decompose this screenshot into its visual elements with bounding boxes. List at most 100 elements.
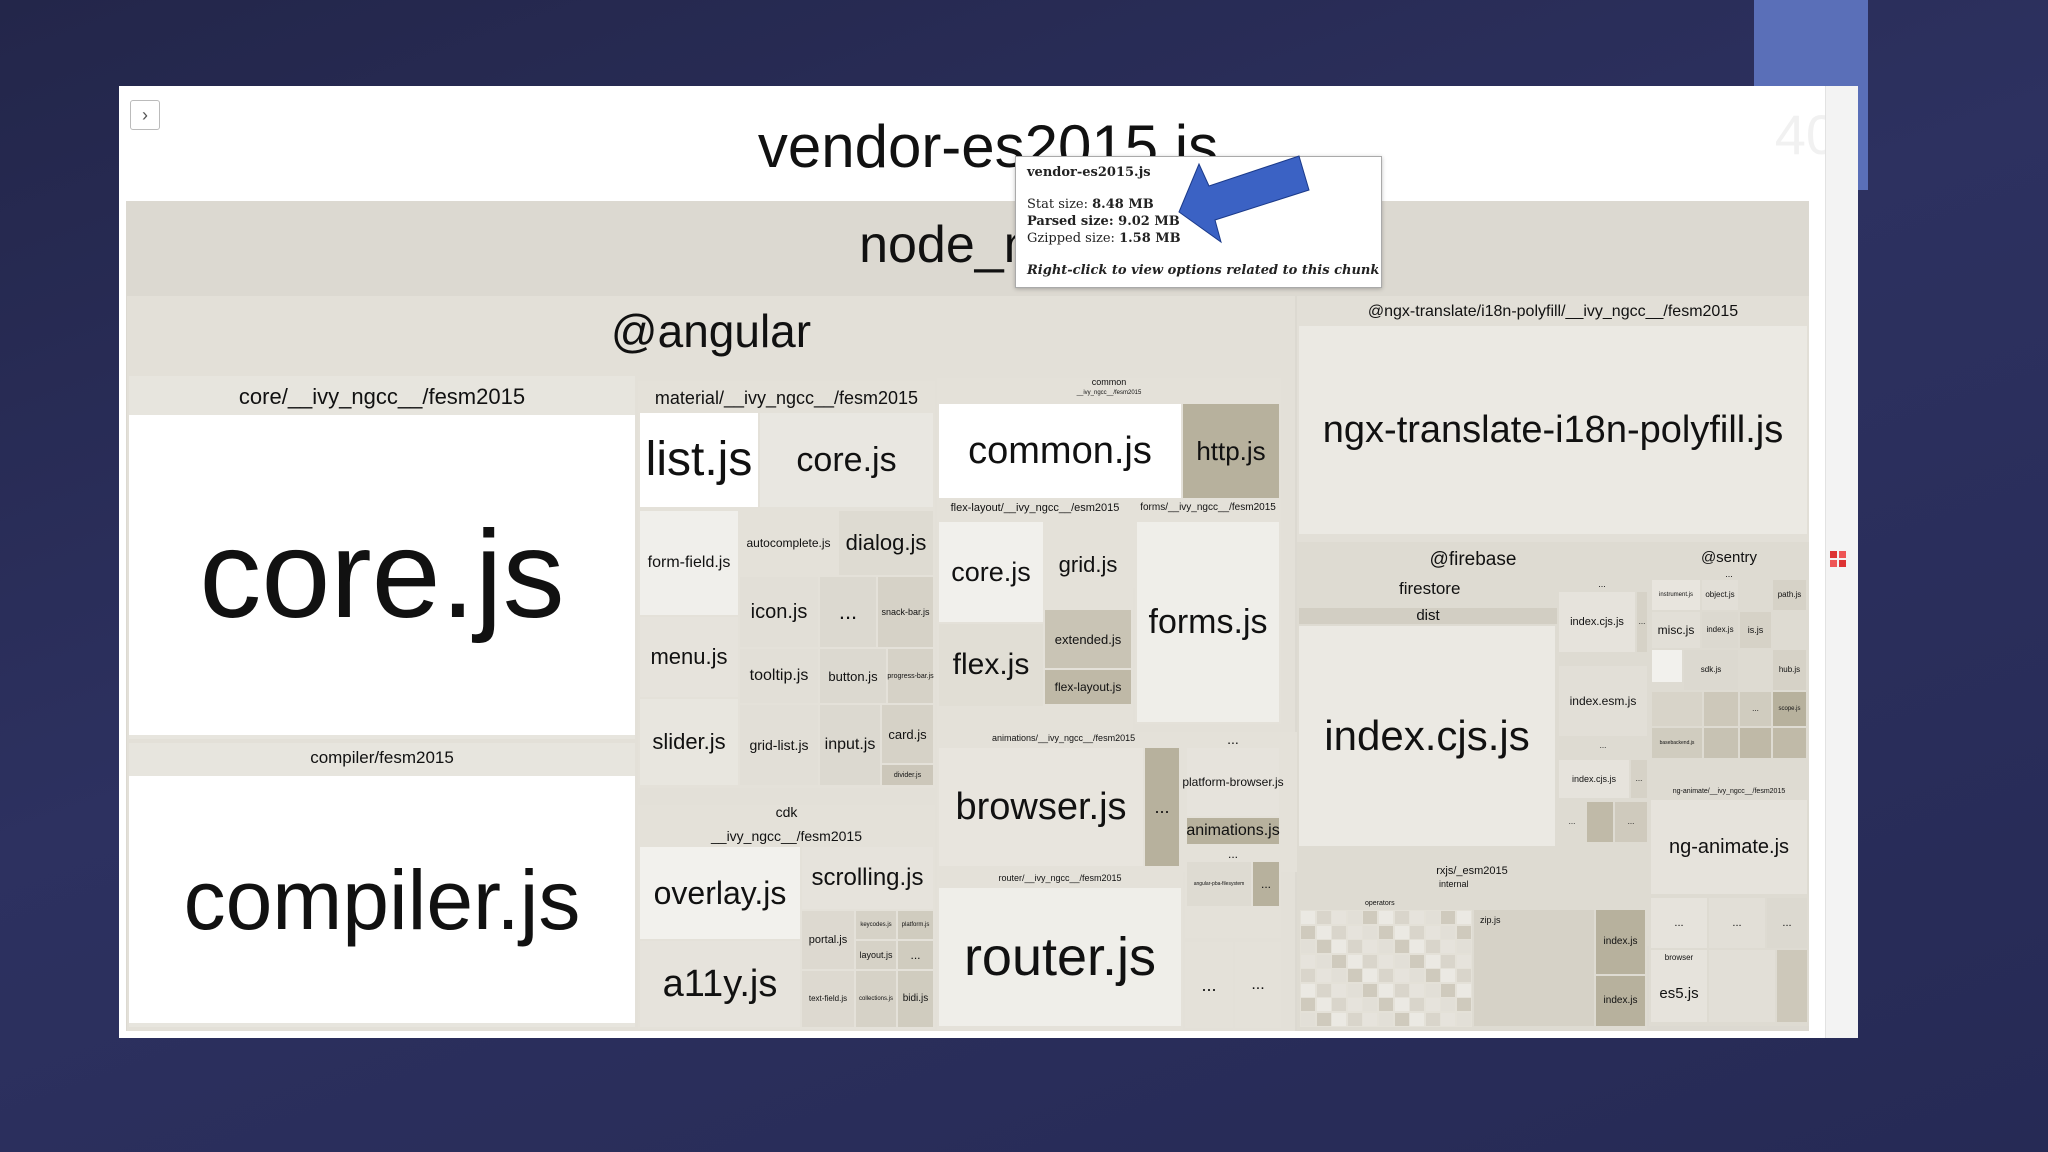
rxjs-operator-cell[interactable] xyxy=(1346,968,1363,983)
rxjs-operator-cell[interactable] xyxy=(1315,953,1332,969)
rxjs-operator-cell[interactable] xyxy=(1393,924,1410,940)
firebase-index-cjs-tile[interactable]: index.cjs.js xyxy=(1299,626,1555,846)
platform-browser-group[interactable]: ... platform-browser.js animations.js xyxy=(1182,732,1284,844)
router-dots-2-tile[interactable]: ... xyxy=(1235,942,1281,1028)
rxjs-operator-cell[interactable] xyxy=(1315,982,1332,998)
rxjs-operator-cell[interactable] xyxy=(1300,982,1316,998)
rxjs-operator-cell[interactable] xyxy=(1362,997,1379,1012)
rxjs-operator-cell[interactable] xyxy=(1424,924,1441,940)
rxjs-operator-cell[interactable] xyxy=(1393,910,1410,925)
rxjs-operator-cell[interactable] xyxy=(1456,939,1472,954)
rxjs-operator-cell[interactable] xyxy=(1315,910,1332,925)
rxjs-operator-cell[interactable] xyxy=(1393,1011,1410,1027)
ng-animate-browser-group[interactable]: browser es5.js xyxy=(1651,950,1707,1022)
rxjs-operator-cell[interactable] xyxy=(1456,968,1472,983)
fb-dots-e-tile[interactable]: ... xyxy=(1559,802,1585,842)
core-group[interactable]: core/__ivy_ngcc__/fesm2015 core.js xyxy=(129,376,635,739)
rxjs-operator-cell[interactable] xyxy=(1362,924,1379,940)
material-tooltip-tile[interactable]: tooltip.js xyxy=(740,649,818,703)
cdk-portal-tile[interactable]: portal.js xyxy=(802,911,854,969)
sentry-mini-b[interactable] xyxy=(1652,692,1702,726)
fb-index-cjs-small-tile[interactable]: index.cjs.js xyxy=(1559,592,1635,652)
material-dots-tile[interactable]: ... xyxy=(820,577,876,647)
ngx-translate-js-tile[interactable]: ngx-translate-i18n-polyfill.js xyxy=(1299,326,1807,534)
material-button-tile[interactable]: button.js xyxy=(820,649,886,703)
rxjs-operator-cell[interactable] xyxy=(1346,953,1363,969)
compiler-group[interactable]: compiler/fesm2015 compiler.js xyxy=(129,743,635,1027)
rxjs-operator-cell[interactable] xyxy=(1331,968,1348,983)
rxjs-operator-cell[interactable] xyxy=(1331,1011,1348,1027)
sentry-sdk-tile[interactable]: sdk.js xyxy=(1684,650,1738,690)
sentry-instrument-tile[interactable]: instrument.js xyxy=(1652,580,1700,610)
rxjs-operator-cell[interactable] xyxy=(1346,910,1363,925)
router-dots-1-tile[interactable]: ... xyxy=(1185,942,1233,1028)
rxjs-group[interactable]: rxjs/_esm2015 internal operators zip.js … xyxy=(1297,864,1647,1030)
rxjs-operator-cell[interactable] xyxy=(1378,968,1394,983)
rxjs-operator-cell[interactable] xyxy=(1456,1011,1472,1027)
rxjs-index-1-tile[interactable]: index.js xyxy=(1596,910,1645,974)
rxjs-operator-cell[interactable] xyxy=(1440,939,1457,954)
rxjs-operator-cell[interactable] xyxy=(1300,924,1316,940)
rxjs-operator-cell[interactable] xyxy=(1300,910,1316,925)
cdk-a11y-tile[interactable]: a11y.js xyxy=(640,941,800,1027)
rxjs-operator-cell[interactable] xyxy=(1331,924,1348,940)
rxjs-operator-cell[interactable] xyxy=(1362,982,1379,998)
ng-animate-dots-1-tile[interactable]: ... xyxy=(1651,898,1707,948)
rxjs-operator-cell[interactable] xyxy=(1424,1011,1441,1027)
rxjs-operator-cell[interactable] xyxy=(1393,953,1410,969)
rxjs-operator-cell[interactable] xyxy=(1315,997,1332,1012)
sentry-scope-tile[interactable]: scope.js xyxy=(1773,692,1806,726)
rxjs-operator-cell[interactable] xyxy=(1331,997,1348,1012)
sentry-group[interactable]: @sentry ... instrument.js object.js path… xyxy=(1649,542,1809,862)
rxjs-operator-cell[interactable] xyxy=(1346,924,1363,940)
common-js-tile[interactable]: common.js xyxy=(939,404,1181,498)
flex-extended-tile[interactable]: extended.js xyxy=(1045,610,1131,668)
rxjs-operator-cell[interactable] xyxy=(1393,968,1410,983)
material-icon-tile[interactable]: icon.js xyxy=(740,577,818,647)
rxjs-operator-cell[interactable] xyxy=(1456,997,1472,1012)
rxjs-operator-cell[interactable] xyxy=(1331,910,1348,925)
forms-group[interactable]: forms/__ivy_ngcc__/fesm2015 forms.js xyxy=(1135,502,1281,724)
cdk-collections-tile[interactable]: collections.js xyxy=(856,971,896,1027)
flex-flex-tile[interactable]: flex.js xyxy=(939,624,1043,706)
rxjs-operator-cell[interactable] xyxy=(1346,1011,1363,1027)
rxjs-operator-cell[interactable] xyxy=(1409,910,1426,925)
core-js-tile[interactable]: core.js xyxy=(129,415,635,735)
http-js-tile[interactable]: http.js xyxy=(1183,404,1279,498)
ng-animate-dots-2-tile[interactable]: ... xyxy=(1709,898,1765,948)
rxjs-operator-cell[interactable] xyxy=(1409,982,1426,998)
sentry-is-tile[interactable]: is.js xyxy=(1740,612,1771,648)
rxjs-operator-cell[interactable] xyxy=(1378,924,1394,940)
firestore-dist-group[interactable]: dist xyxy=(1299,608,1557,624)
material-progress-bar-tile[interactable]: progress-bar.js xyxy=(887,649,934,703)
sentry-path-tile[interactable]: path.js xyxy=(1773,580,1806,610)
sentry-misc-tile[interactable]: misc.js xyxy=(1652,612,1700,648)
platform-browser-animations-group[interactable]: ... angular-pba-filesystem ... xyxy=(1185,848,1281,938)
flex-grid-tile[interactable]: grid.js xyxy=(1045,522,1131,608)
cdk-scrolling-tile[interactable]: scrolling.js xyxy=(802,847,933,909)
rxjs-operator-cell[interactable] xyxy=(1362,953,1379,969)
rxjs-operator-cell[interactable] xyxy=(1424,997,1441,1012)
ng-animate-dots-3-tile[interactable]: ... xyxy=(1767,898,1807,948)
rxjs-operator-cell[interactable] xyxy=(1378,910,1394,925)
rxjs-operators-grid[interactable] xyxy=(1300,910,1472,1027)
sentry-dots2-tile[interactable]: ... xyxy=(1740,692,1771,726)
rxjs-operator-cell[interactable] xyxy=(1456,982,1472,998)
rxjs-operator-cell[interactable] xyxy=(1440,997,1457,1012)
rxjs-operator-cell[interactable] xyxy=(1300,939,1316,954)
rxjs-operator-cell[interactable] xyxy=(1424,939,1441,954)
cdk-text-field-tile[interactable]: text-field.js xyxy=(802,971,854,1027)
cdk-dots-tile[interactable]: ... xyxy=(898,941,933,969)
animations-js-tile[interactable]: animations.js xyxy=(1186,818,1280,844)
router-group[interactable]: router/__ivy_ngcc__/fesm2015 router.js xyxy=(937,872,1183,1030)
rxjs-operator-cell[interactable] xyxy=(1315,968,1332,983)
rxjs-operator-cell[interactable] xyxy=(1393,939,1410,954)
material-snack-bar-tile[interactable]: snack-bar.js xyxy=(878,577,933,647)
browser-js-tile[interactable]: browser.js xyxy=(939,748,1143,866)
cdk-keycodes-tile[interactable]: keycodes.js xyxy=(856,911,896,939)
rxjs-operator-cell[interactable] xyxy=(1378,953,1394,969)
cdk-bidi-tile[interactable]: bidi.js xyxy=(898,971,933,1027)
material-list-tile[interactable]: list.js xyxy=(640,413,758,507)
rxjs-index-2-tile[interactable]: index.js xyxy=(1596,976,1645,1026)
animations-dots-tile[interactable]: ... xyxy=(1145,748,1179,866)
